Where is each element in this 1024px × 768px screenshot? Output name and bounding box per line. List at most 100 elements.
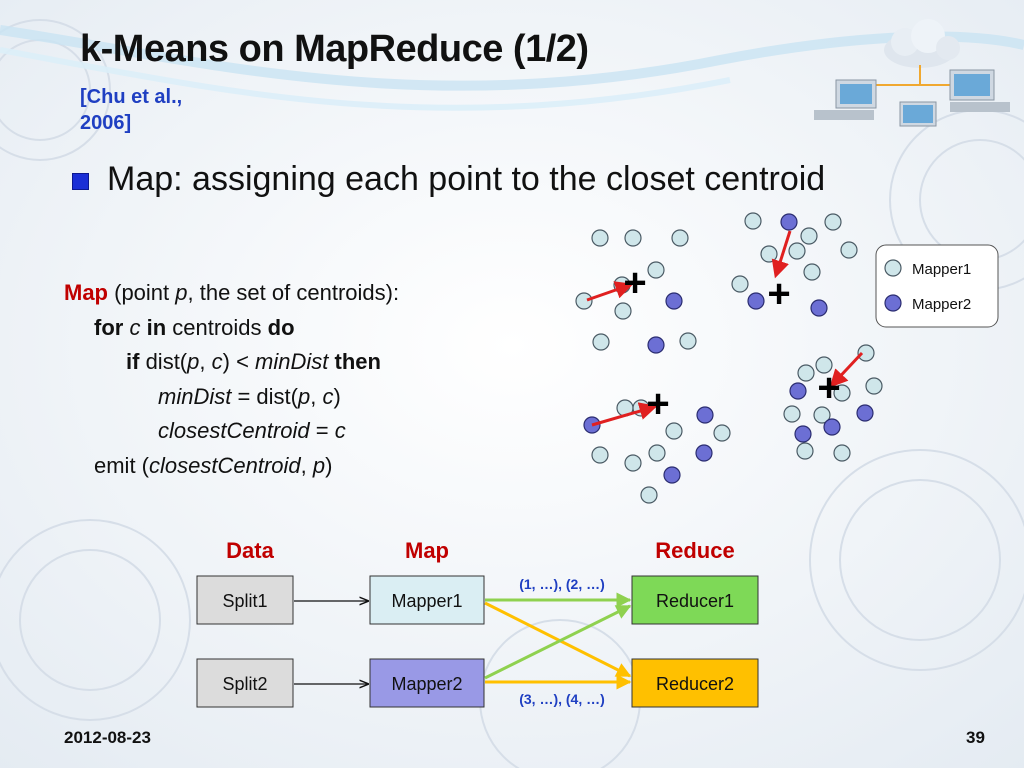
mapper1-to-reducer2-arrow [484,601,632,678]
code-var-closest-centroid: closestCentroid [158,418,310,443]
data-point-mapper1 [671,229,689,247]
data-point-mapper1 [575,292,593,310]
bullet-text: Map: assigning each point to the closet … [107,160,826,198]
map-keyword: Map [64,280,108,305]
mapper1-label: Mapper1 [391,591,462,611]
data-point-mapper1 [783,405,801,423]
data-point-mapper2 [794,425,812,443]
code-text: ) [325,452,333,478]
assignment-arrow [771,230,792,279]
mapper2-to-reducer1-arrow [484,604,632,680]
code-line-emit: emit (closestCentroid, p) [64,449,399,484]
square-bullet-icon [72,173,89,190]
data-point-mapper2 [695,444,713,462]
code-text: emit ( [94,452,149,478]
centroid-marker: + [646,382,669,426]
network-illustration [814,19,1010,127]
computer-icon [899,101,937,127]
centroid-marker: + [767,272,790,316]
data-point-mapper1 [813,406,831,424]
data-point-mapper1 [591,229,609,247]
header-map: Map [405,538,449,563]
code-var-closest-centroid: closestCentroid [149,452,301,478]
data-point-mapper1 [857,344,875,362]
code-text: = dist( [231,383,298,409]
code-var-c: c [211,349,223,374]
data-points [575,212,883,504]
split1-label: Split1 [222,591,267,611]
centroid-marker: + [623,261,646,305]
mapper1-box [369,575,485,625]
do-keyword: do [267,314,295,340]
bullet-point: Map: assigning each point to the closet … [72,160,825,199]
code-text: ) < [222,349,256,374]
citation: [Chu et al., 2006] [80,84,240,136]
code-var-p: p [297,383,311,409]
code-line-if: if dist(p, c) < minDist then [64,345,399,380]
centroids: + + + + [623,261,840,426]
mapper2-label: Mapper2 [391,674,462,694]
code-var-c: c [334,418,346,443]
data-point-mapper1 [647,261,665,279]
data-point-mapper1 [760,245,778,263]
legend-label-mapper1: Mapper1 [912,261,971,278]
data-point-mapper2 [665,292,683,310]
data-point-mapper1 [788,242,806,260]
assignment-arrow [829,351,864,388]
code-text: , the set of centroids): [187,280,400,305]
data-point-mapper2 [810,299,828,317]
reducer1-label: Reducer1 [656,591,734,611]
data-point-mapper2 [823,418,841,436]
footer-date: 2012-08-23 [64,728,151,747]
code-text: = [309,418,335,443]
assignment-arrow [591,402,658,427]
legend-swatch-mapper1 [884,259,902,277]
code-text: ) [333,383,341,409]
data-point-mapper1 [614,302,632,320]
data-point-mapper2 [789,382,807,400]
data-point-mapper2 [696,406,714,424]
data-point-mapper2 [780,213,798,231]
data-point-mapper1 [640,486,658,504]
split2-label: Split2 [222,674,267,694]
legend: Mapper1 Mapper2 [875,244,999,328]
if-keyword: if [126,349,140,374]
data-point-mapper1 [833,444,851,462]
data-point-mapper1 [744,212,762,230]
mapper2-box [369,658,485,708]
mapreduce-dataflow: Data Map Reduce Split1 Split2 Mapper1 Ma… [196,538,759,708]
data-point-mapper2 [647,336,665,354]
data-point-mapper1 [796,442,814,460]
header-data: Data [226,538,274,563]
clustering-illustration: + + + + Mapper1 Mapper2 [575,212,999,504]
code-var-mindist: minDist [255,349,329,374]
code-var-p: p [175,280,188,305]
legend-swatch-mapper2 [884,294,902,312]
then-keyword: then [328,349,381,374]
data-point-mapper1 [624,454,642,472]
in-keyword: in [146,314,167,340]
pairs-label-top: (1, …), (2, …) [519,576,605,592]
code-text: centroids [166,314,268,340]
data-point-mapper1 [800,227,818,245]
assignment-arrows [586,230,864,427]
reducer1-box [631,575,759,625]
code-line-assign-mindist: minDist = dist(p, c) [64,380,399,415]
pairs-label-bottom: (3, …), (4, …) [519,691,605,707]
data-point-mapper2 [583,416,601,434]
page-number: 39 [966,728,985,747]
legend-label-mapper2: Mapper2 [912,296,971,313]
centroid-marker: + [817,366,840,410]
code-var-c: c [322,383,334,409]
code-text: dist( [139,349,188,374]
code-var-mindist: minDist [158,383,232,409]
data-point-mapper1 [865,377,883,395]
data-point-mapper1 [648,444,666,462]
slide-title: k-Means on MapReduce (1/2) [80,28,589,70]
data-point-mapper1 [731,275,749,293]
data-point-mapper1 [665,422,683,440]
map-pseudocode: Map (point p, the set of centroids): for… [64,276,399,483]
split1-box [196,575,294,625]
code-text: (point [108,280,176,305]
data-point-mapper1 [824,213,842,231]
